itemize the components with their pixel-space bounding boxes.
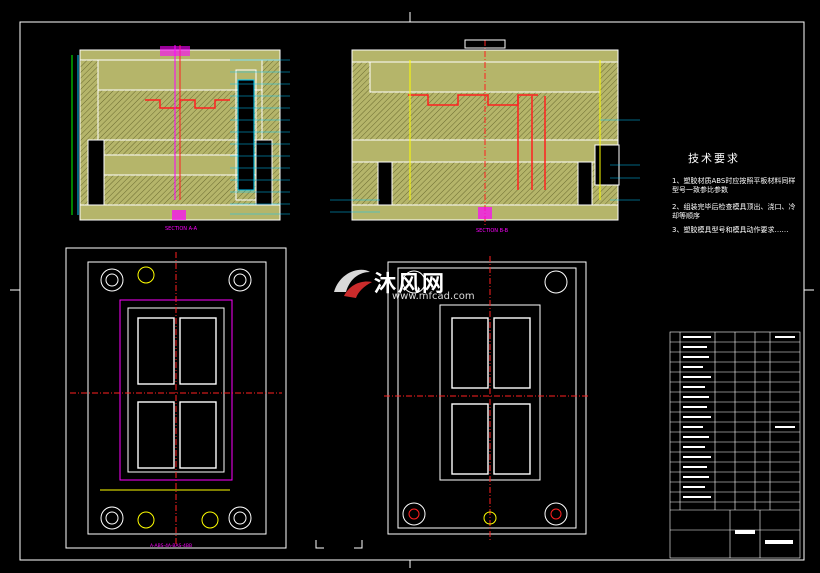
parts-list-table bbox=[669, 331, 801, 559]
parts-list-entries bbox=[683, 336, 795, 544]
watermark-brand: 沐风网 bbox=[374, 272, 447, 297]
technical-note-2: 2、组装完毕后检查模具顶出、浇口、冷却等顺序 bbox=[672, 203, 796, 220]
plan-view-label: A-ABS-4A-BAS-4BB bbox=[150, 543, 192, 549]
technical-note-3: 3、塑胶模具型号和模具动作要求…… bbox=[672, 226, 789, 234]
watermark-url: www.mfcad.com bbox=[392, 291, 475, 302]
section-b-label: SECTION B-B bbox=[476, 228, 509, 234]
section-view-b: SECTION B-B bbox=[351, 39, 620, 234]
corner-marks bbox=[315, 540, 363, 549]
section-b-leaders bbox=[330, 119, 640, 213]
watermark: 沐风网 bbox=[330, 262, 446, 302]
section-view-a: SECTION A-A bbox=[71, 45, 281, 232]
section-a-label: SECTION A-A bbox=[165, 226, 198, 232]
technical-requirements-title: 技术要求 bbox=[688, 152, 740, 165]
watermark-logo-icon bbox=[334, 269, 372, 298]
drawing-border bbox=[10, 12, 814, 568]
plan-view-fixed-half bbox=[384, 256, 590, 540]
section-a-leaders bbox=[230, 59, 290, 215]
technical-note-1: 1、塑胶材质ABS时应按照平板材料同样型号一致参比参数 bbox=[672, 177, 796, 194]
plan-view-moving-half: A-ABS-4A-BAS-4BB bbox=[65, 247, 287, 549]
